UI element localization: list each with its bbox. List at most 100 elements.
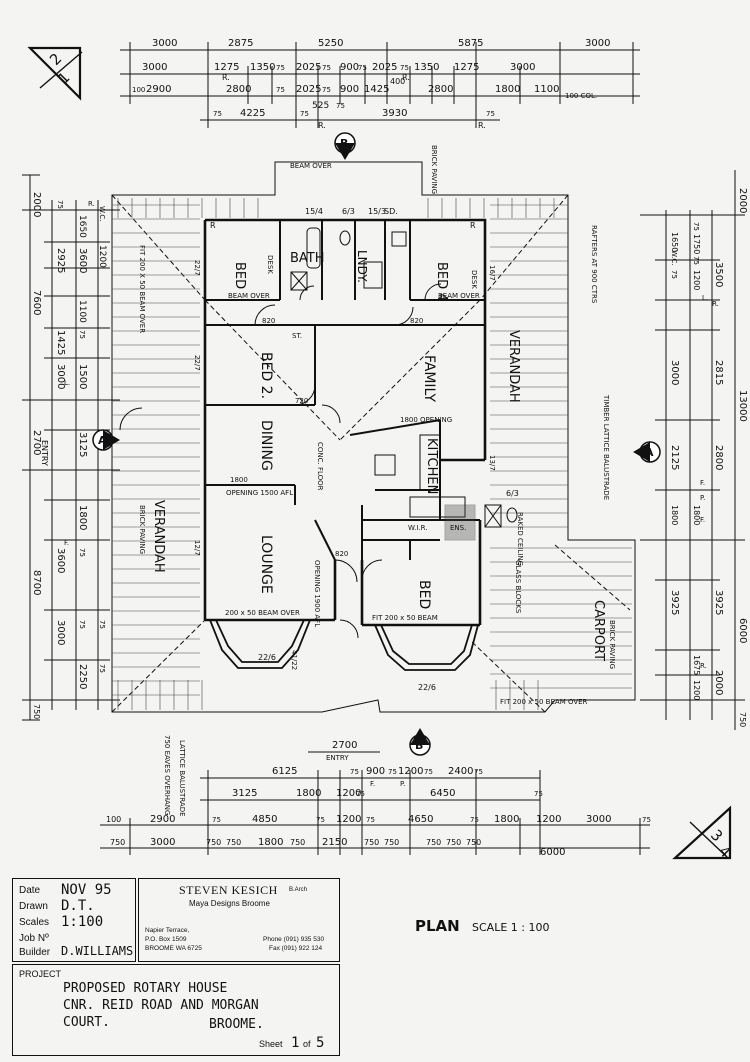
svg-text:75: 75	[322, 86, 331, 94]
svg-text:3000: 3000	[586, 814, 611, 825]
svg-text:F.: F.	[700, 516, 705, 524]
svg-text:1200: 1200	[336, 788, 361, 799]
svg-text:75: 75	[322, 64, 331, 72]
svg-text:R.: R.	[478, 121, 486, 130]
svg-text:1650: 1650	[670, 232, 679, 252]
svg-text:750: 750	[466, 838, 481, 847]
section-marker-bottom: B	[409, 728, 431, 756]
svg-text:2700: 2700	[332, 740, 357, 751]
svg-text:1750: 1750	[692, 234, 701, 254]
svg-text:ENS.: ENS.	[450, 524, 466, 532]
project-line-2: CNR. REID ROAD AND MORGAN	[63, 998, 259, 1013]
project-line-1: PROPOSED ROTARY HOUSE	[63, 981, 228, 996]
right-dimension-lines	[640, 170, 745, 730]
svg-text:22/7: 22/7	[193, 260, 201, 276]
section-marker-top: B	[334, 132, 356, 160]
svg-text:75: 75	[534, 790, 543, 798]
svg-text:1100: 1100	[534, 84, 559, 95]
svg-text:1275: 1275	[214, 62, 239, 73]
svg-text:BED 2.: BED 2.	[258, 352, 274, 399]
svg-text:75: 75	[336, 102, 345, 110]
svg-text:5875: 5875	[458, 38, 483, 49]
title-block-details: Date NOV 95 Drawn D.T. Scales 1:100 Job …	[12, 878, 136, 962]
svg-text:R.: R.	[700, 662, 707, 670]
svg-text:3125: 3125	[77, 432, 88, 457]
svg-text:1: 1	[54, 69, 73, 88]
svg-text:R.: R.	[318, 121, 326, 130]
svg-text:2000: 2000	[737, 188, 748, 213]
firm-address-3: BROOME WA 6725	[145, 945, 202, 952]
svg-text:OPENING 1900 AFL: OPENING 1900 AFL	[313, 560, 321, 627]
svg-text:75: 75	[98, 620, 106, 629]
svg-text:13/7: 13/7	[488, 455, 496, 471]
svg-text:7600: 7600	[31, 290, 42, 315]
section-marker-left: A	[92, 429, 120, 451]
svg-text:75: 75	[78, 548, 86, 557]
bottom-dimension-labels: 6125 75 900 75 1200 75 2400 75 3125 1800…	[106, 740, 651, 858]
svg-text:1800: 1800	[296, 788, 321, 799]
svg-text:22/7: 22/7	[193, 355, 201, 371]
svg-text:BED 4: BED 4	[434, 262, 449, 302]
firm-address-1: Napier Terrace,	[145, 927, 190, 934]
svg-text:1200: 1200	[97, 245, 107, 268]
svg-text:DESK: DESK	[470, 270, 478, 289]
svg-text:75: 75	[300, 110, 309, 118]
top-dimension-strings	[120, 49, 640, 121]
sheet-number: 1	[291, 1035, 300, 1051]
svg-text:3500: 3500	[713, 262, 724, 287]
date-label: Date	[19, 885, 41, 896]
svg-text:750: 750	[226, 838, 241, 847]
svg-text:GLASS BLOCKS: GLASS BLOCKS	[514, 560, 522, 614]
svg-text:B: B	[415, 739, 423, 752]
svg-text:75: 75	[78, 330, 86, 339]
project-label: PROJECT	[19, 969, 62, 979]
svg-text:2125: 2125	[669, 445, 680, 470]
svg-text:L.: L.	[64, 379, 70, 387]
svg-text:1800: 1800	[258, 837, 283, 848]
svg-text:75: 75	[470, 816, 479, 824]
door-swings	[119, 283, 442, 639]
svg-text:R: R	[210, 221, 216, 230]
svg-text:TIMBER LATTICE BALUSTRADE: TIMBER LATTICE BALUSTRADE	[602, 394, 610, 500]
svg-text:4850: 4850	[252, 814, 277, 825]
sheet-reference-bottom-right: 3 4	[672, 805, 734, 861]
svg-text:750: 750	[364, 838, 379, 847]
svg-text:1350: 1350	[250, 62, 275, 73]
svg-text:525: 525	[312, 101, 329, 111]
svg-text:12/7: 12/7	[193, 540, 201, 556]
svg-text:3925: 3925	[713, 590, 724, 615]
svg-text:6/3: 6/3	[342, 207, 355, 216]
svg-text:100: 100	[106, 815, 121, 824]
svg-text:8700: 8700	[31, 570, 42, 595]
svg-text:2900: 2900	[146, 84, 171, 95]
project-line-3: COURT.	[63, 1015, 110, 1030]
svg-text:2025: 2025	[296, 62, 321, 73]
builder-value: D.WILLIAMS	[61, 944, 134, 958]
svg-text:PLAN: PLAN	[415, 917, 460, 935]
section-marker-right: A	[633, 441, 661, 463]
svg-text:2800: 2800	[713, 445, 724, 470]
svg-text:LOUNGE: LOUNGE	[258, 535, 274, 594]
bathroom-fixtures	[290, 227, 518, 541]
svg-text:900: 900	[366, 766, 385, 777]
svg-text:R.: R.	[402, 73, 410, 82]
svg-text:P.: P.	[700, 494, 705, 502]
svg-text:W.I.R.: W.I.R.	[408, 524, 427, 532]
svg-text:1425: 1425	[364, 84, 389, 95]
svg-text:CARPORT: CARPORT	[591, 600, 606, 661]
svg-text:DESK: DESK	[266, 255, 274, 274]
svg-text:750: 750	[446, 838, 461, 847]
svg-text:1800: 1800	[77, 505, 88, 530]
rafter-hatching	[112, 198, 632, 710]
svg-text:ENTRY: ENTRY	[40, 440, 49, 466]
bay-window-bed	[374, 624, 479, 671]
svg-text:3000: 3000	[585, 38, 610, 49]
svg-text:1200: 1200	[336, 814, 361, 825]
plan-title: PLAN SCALE 1 : 100	[415, 917, 549, 935]
of-label: of	[303, 1039, 311, 1049]
svg-text:SCALE 1 : 100: SCALE 1 : 100	[472, 921, 549, 934]
svg-text:6000: 6000	[737, 618, 748, 643]
svg-text:1800: 1800	[670, 505, 679, 525]
svg-text:3600: 3600	[77, 248, 88, 273]
project-line-3b: BROOME.	[209, 1017, 264, 1032]
